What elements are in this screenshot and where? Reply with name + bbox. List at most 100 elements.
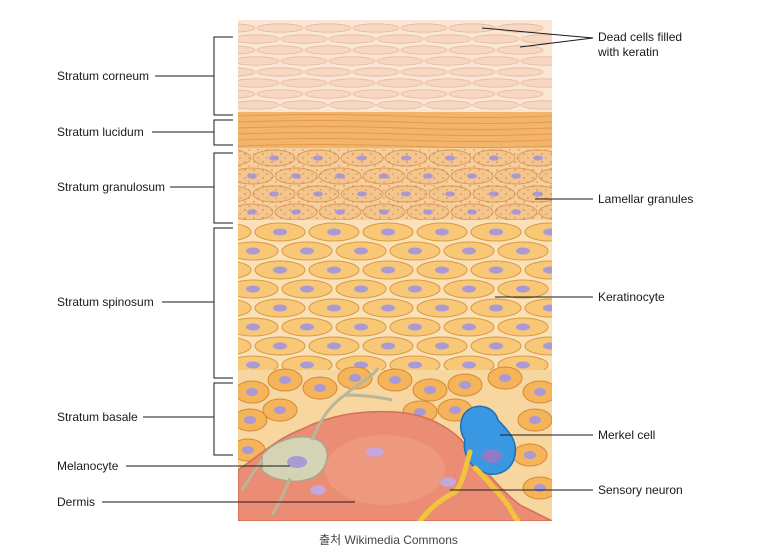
dead-keratin-cell — [280, 34, 328, 44]
lucidum-band — [238, 126, 552, 130]
keratinocyte-nucleus — [327, 228, 341, 236]
keratinocyte-nucleus — [543, 228, 552, 236]
dead-keratin-cell — [256, 45, 304, 55]
keratinocyte-nucleus — [462, 323, 476, 331]
label-lamellar-granules: Lamellar granules — [598, 192, 694, 206]
image-caption: 출처 Wikimedia Commons — [319, 533, 458, 547]
keratinocyte-nucleus — [408, 247, 422, 255]
granular-nucleus — [555, 209, 565, 214]
lucidum-band — [238, 144, 552, 148]
dead-keratin-cell — [352, 23, 400, 33]
keratinocyte-nucleus — [300, 323, 314, 331]
granular-nucleus — [225, 191, 235, 196]
keratinocyte-nucleus — [516, 247, 530, 255]
dead-keratin-cell — [424, 34, 472, 44]
label-merkel-cell: Merkel cell — [598, 428, 656, 442]
keratinocyte-nucleus — [246, 361, 260, 369]
keratinocyte-nucleus — [246, 285, 260, 293]
dead-keratin-cell — [400, 89, 448, 99]
basal-nucleus — [449, 406, 461, 414]
label-stratum-granulosum: Stratum granulosum — [57, 180, 166, 194]
leader-lines — [102, 27, 594, 503]
dermis-nucleus — [440, 477, 456, 487]
keratinocyte-nucleus — [408, 285, 422, 293]
basal-nucleus — [244, 416, 256, 424]
label-stratum-basale: Stratum basale — [57, 410, 138, 424]
keratinocyte-nucleus — [543, 342, 552, 350]
tissue-block — [219, 20, 565, 521]
dead-keratin-cell — [238, 89, 256, 99]
dead-keratin-cell — [376, 56, 424, 66]
dead-keratin-cell — [280, 56, 328, 66]
label-dead-cells: Dead cells filled with keratin — [598, 30, 682, 60]
keratinocyte-nucleus — [246, 323, 260, 331]
corneum-cells — [238, 23, 552, 110]
granular-nucleus — [555, 173, 565, 178]
lucidum-band — [238, 114, 552, 118]
keratinocyte-nucleus — [273, 266, 287, 274]
dead-keratin-cell — [256, 89, 304, 99]
dead-keratin-cell — [238, 78, 280, 88]
keratinocyte-nucleus — [219, 267, 233, 274]
dead-keratin-cell — [304, 23, 352, 33]
spinosum-cells — [219, 222, 552, 375]
keratinocyte-nucleus — [462, 247, 476, 255]
dead-keratin-cell — [520, 100, 552, 110]
keratinocyte-nucleus — [327, 304, 341, 312]
dead-keratin-cell — [400, 23, 448, 33]
granular-nucleus — [225, 155, 235, 160]
label-sensory-neuron: Sensory neuron — [598, 483, 683, 497]
dead-keratin-cell — [496, 67, 544, 77]
merkel-nucleus — [482, 449, 502, 463]
sensory-neuron — [417, 449, 521, 521]
keratinocyte-nucleus — [489, 266, 503, 274]
keratinocyte-nucleus — [219, 305, 233, 312]
keratinocyte-nucleus — [516, 323, 530, 331]
dead-keratin-cell — [496, 89, 544, 99]
keratinocyte-nucleus — [300, 285, 314, 293]
basal-nucleus — [459, 381, 471, 389]
dermis-highlight — [325, 435, 445, 505]
label-dermis: Dermis — [57, 495, 95, 509]
dead-keratin-cell — [448, 45, 496, 55]
dead-keratin-cell — [238, 34, 280, 44]
lucidum-bands — [238, 114, 552, 148]
keratinocyte-nucleus — [354, 323, 368, 331]
label-keratinocyte: Keratinocyte — [598, 290, 665, 304]
dermis-nucleus — [310, 485, 326, 495]
dermis-nucleus — [366, 447, 384, 457]
dead-keratin-cell — [352, 67, 400, 77]
keratinocyte-cell — [238, 223, 252, 241]
keratinocyte-cell — [524, 336, 552, 356]
melanocyte-dendrites — [240, 367, 393, 516]
bracket-granulosum — [213, 152, 233, 224]
basal-nucleus — [279, 376, 291, 384]
keratinocyte-nucleus — [327, 342, 341, 350]
label-stratum-lucidum: Stratum lucidum — [57, 125, 144, 139]
keratinocyte-cell — [524, 260, 552, 280]
lucidum-band — [238, 132, 552, 136]
dead-keratin-cell — [448, 67, 496, 77]
keratinocyte-cell — [238, 337, 252, 355]
dead-keratin-cell — [238, 67, 256, 77]
keratinocyte-nucleus — [408, 361, 422, 369]
dead-keratin-cell — [256, 23, 304, 33]
basal-nucleus — [534, 388, 546, 396]
keratinocyte-nucleus — [300, 247, 314, 255]
layer-brackets — [213, 36, 233, 456]
basal-nucleus — [524, 451, 536, 459]
keratinocyte-nucleus — [219, 229, 233, 236]
basal-nucleus — [414, 408, 426, 416]
bracket-lucidum — [213, 119, 233, 146]
keratinocyte-nucleus — [489, 342, 503, 350]
keratinocyte-nucleus — [381, 304, 395, 312]
dead-keratin-cell — [328, 100, 376, 110]
dead-keratin-cell — [520, 56, 552, 66]
keratinocyte-nucleus — [273, 304, 287, 312]
keratinocyte-nucleus — [381, 266, 395, 274]
keratinocyte-cell — [238, 299, 252, 317]
basal-nucleus — [389, 376, 401, 384]
keratinocyte-nucleus — [462, 361, 476, 369]
dead-keratin-cell — [520, 78, 552, 88]
lucidum-band — [238, 138, 552, 142]
